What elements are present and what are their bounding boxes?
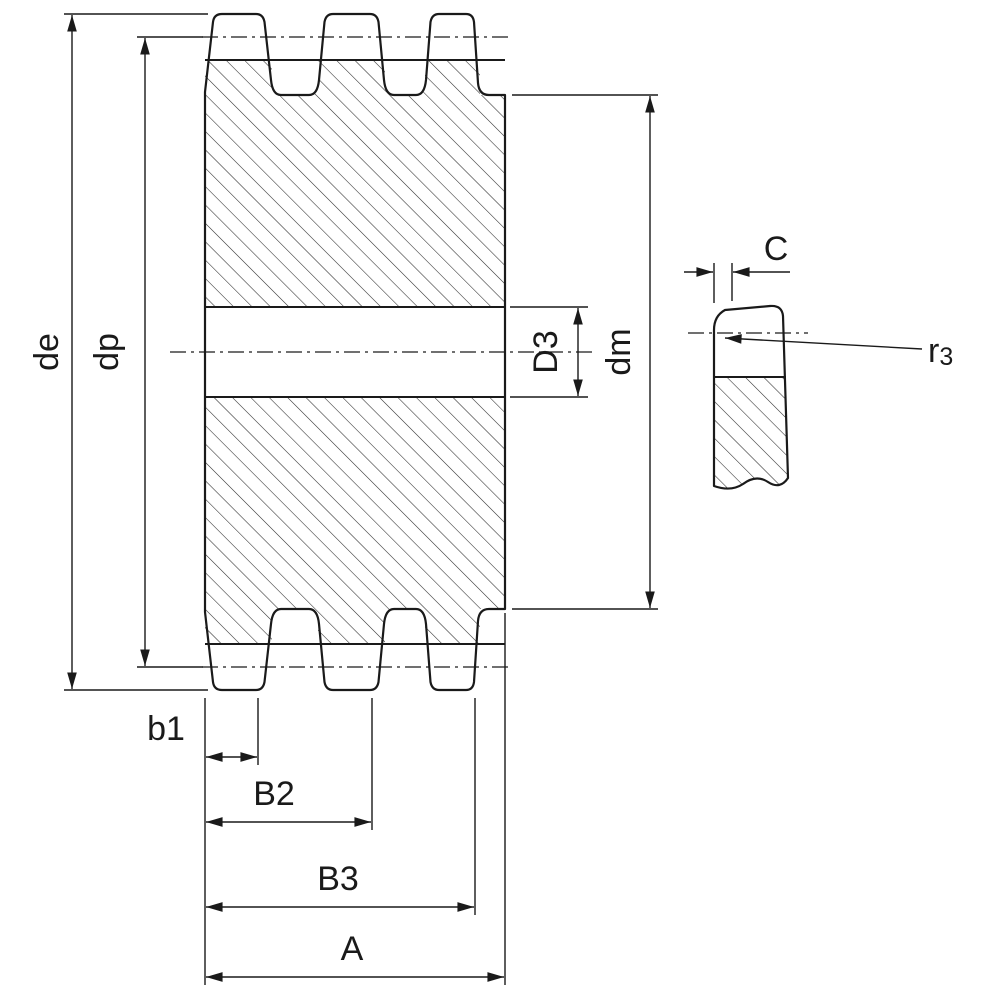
dimension-a: A [205, 613, 506, 985]
dim-label-de: de [28, 333, 66, 371]
dim-label-c: C [764, 230, 789, 268]
hatch-upper-section [205, 60, 505, 307]
tooth-detail-view: C r3 [684, 230, 953, 490]
dimension-b3: B3 [205, 698, 476, 915]
dim-label-dp: dp [88, 333, 126, 371]
dimension-dm: dm [512, 94, 658, 610]
r3-subscript: 3 [939, 343, 953, 371]
sprocket-outline [203, 12, 507, 692]
dimension-d3: D3 [510, 306, 588, 398]
dimension-c: C [684, 230, 790, 303]
r3-base: r [928, 332, 939, 370]
dimension-b1: b1 [147, 698, 259, 985]
dimension-r3: r3 [724, 332, 953, 371]
dim-label-dm: dm [600, 328, 638, 375]
dim-label-b3: B3 [317, 860, 359, 898]
dimension-dp: dp [88, 36, 203, 668]
dimension-de: de [28, 13, 208, 691]
dim-label-r3: r3 [928, 332, 953, 371]
dimension-b2: B2 [205, 698, 373, 830]
dim-label-a: A [341, 930, 364, 968]
hatch-detail [714, 377, 788, 489]
sprocket-section-view [170, 12, 594, 692]
dim-label-b1: b1 [147, 710, 185, 748]
tooth-detail-outline [712, 304, 790, 490]
dim-label-b2: B2 [253, 775, 295, 813]
hatch-lower-section [205, 397, 505, 644]
dim-label-d3: D3 [527, 330, 565, 373]
